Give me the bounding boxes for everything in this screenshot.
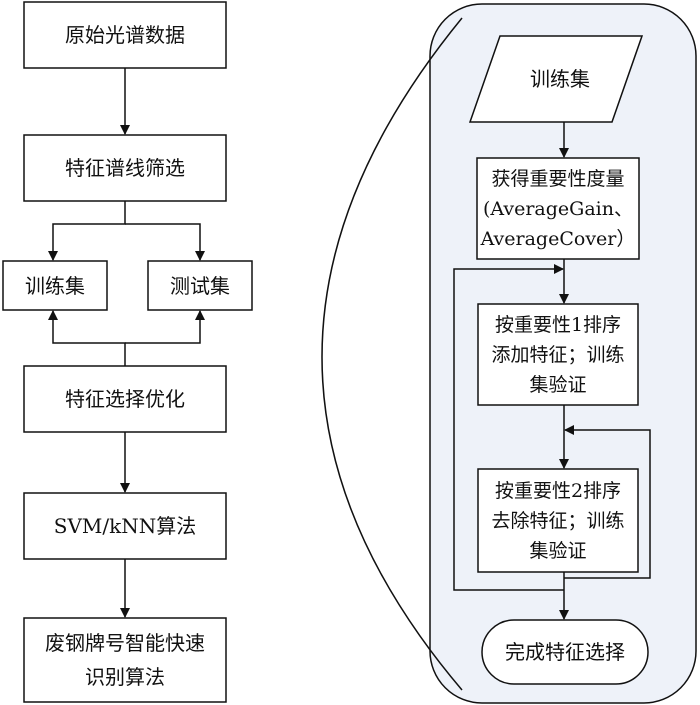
- raw-spectra-label: 原始光谱数据: [65, 23, 185, 47]
- loop-remove-feedback: [564, 425, 651, 579]
- add-features-label: 按重要性1排序 添加特征；训练 集验证: [478, 310, 638, 400]
- train-set-box: [2, 260, 108, 311]
- test-set-box: [147, 260, 253, 311]
- add-features-box: [477, 303, 639, 406]
- identification-line-2: 识别算法: [85, 665, 165, 689]
- train-set-input-label: 训练集: [530, 67, 590, 91]
- add-features-line-3: 集验证: [529, 374, 587, 396]
- importance-metric-line-2: (AverageGain、: [483, 198, 633, 220]
- feature-line-screening-label: 特征谱线筛选: [65, 156, 185, 180]
- importance-metric-label: 获得重要性度量 (AverageGain、 AverageCover）: [477, 164, 639, 254]
- feature-selection-optimization-box: [23, 365, 227, 433]
- merge-connector-right: [125, 310, 205, 344]
- svm-knn-label: SVM/kNN算法: [53, 514, 197, 538]
- test-set-label: 测试集: [170, 273, 230, 298]
- loop-add-feedback: [453, 264, 564, 591]
- remove-features-line-1: 按重要性2排序: [494, 480, 622, 502]
- finish-terminator: [481, 619, 649, 685]
- remove-features-line-3: 集验证: [529, 540, 587, 562]
- train-set-input-shape: [468, 35, 644, 123]
- split-connector-right: [125, 223, 205, 261]
- remove-features-box: [477, 468, 639, 573]
- remove-features-label: 按重要性2排序 去除特征；训练 集验证: [478, 476, 638, 566]
- train-set-label: 训练集: [25, 273, 85, 298]
- identification-line-1: 废钢牌号智能快速: [45, 631, 205, 655]
- importance-metric-box: [476, 157, 640, 260]
- finish-label: 完成特征选择: [505, 640, 625, 664]
- importance-metric-line-3: AverageCover）: [480, 228, 636, 250]
- add-features-line-1: 按重要性1排序: [494, 314, 622, 336]
- importance-metric-line-1: 获得重要性度量: [491, 168, 625, 190]
- split-connector: [48, 201, 126, 261]
- identification-algorithm-box: [23, 617, 227, 703]
- svm-knn-box: [23, 492, 227, 560]
- remove-features-line-2: 去除特征；训练: [491, 510, 625, 532]
- zoom-arc: [321, 17, 463, 691]
- identification-algorithm-label: 废钢牌号智能快速 识别算法: [24, 626, 226, 696]
- raw-spectra-box: [23, 1, 227, 69]
- merge-connector-left: [48, 310, 126, 366]
- feature-selection-optimization-label: 特征选择优化: [65, 387, 185, 411]
- add-features-line-2: 添加特征；训练: [491, 344, 625, 366]
